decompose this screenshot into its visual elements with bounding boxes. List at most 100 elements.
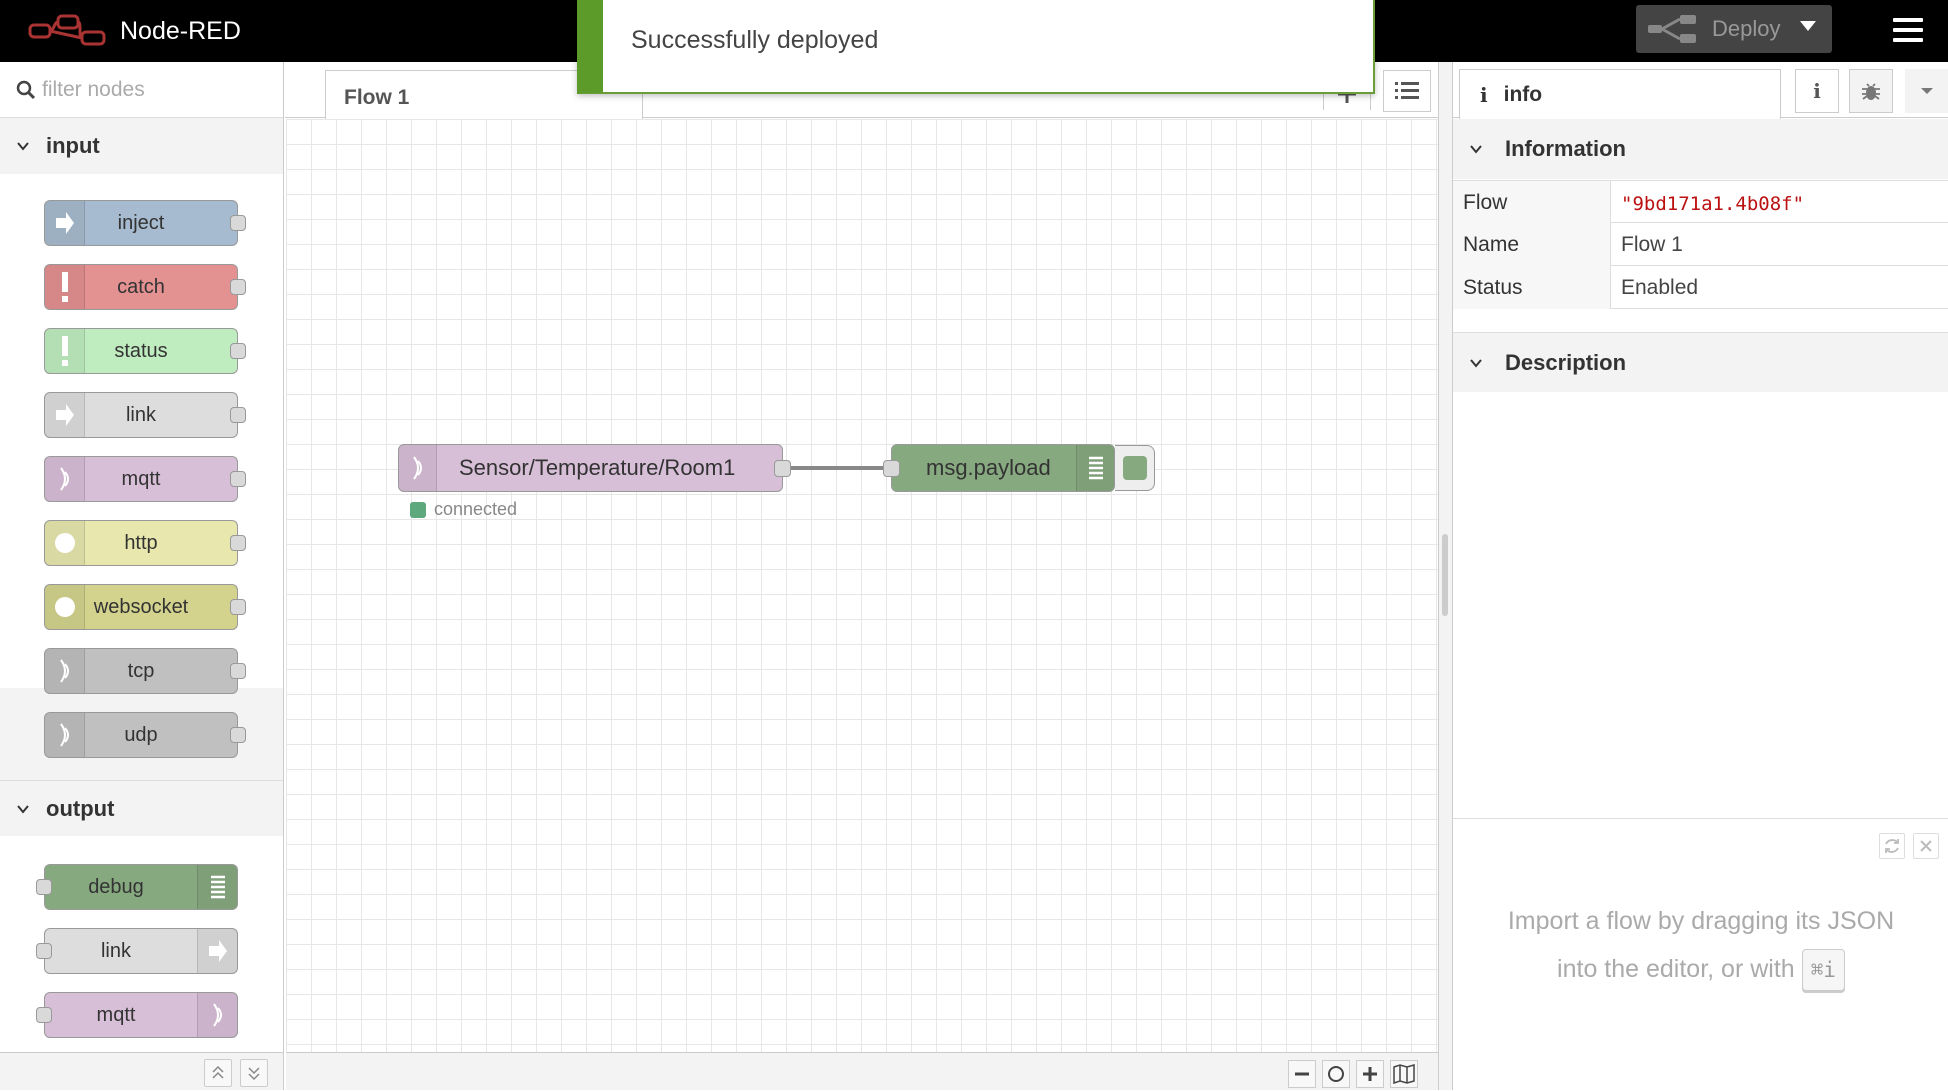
collapse-all-icon[interactable] [204, 1059, 232, 1087]
input-port[interactable] [36, 1007, 52, 1023]
info-key: Status [1453, 266, 1611, 309]
output-port[interactable] [230, 407, 246, 423]
flow-node-label: msg.payload [926, 455, 1051, 480]
sidebar-resize-handle[interactable] [1442, 534, 1448, 616]
palette-category-output-header[interactable]: output [0, 780, 283, 836]
deploy-icon [1648, 15, 1696, 43]
palette-node-mqtt-out[interactable]: mqtt [36, 992, 238, 1038]
chevron-down-icon [1470, 358, 1482, 368]
deploy-label: Deploy [1712, 16, 1781, 41]
workspace-footer [286, 1052, 1438, 1090]
section-title: Information [1505, 136, 1626, 161]
tip-text: Import a flow by dragging its JSON into … [1453, 897, 1948, 993]
notification-message: Successfully deployed [631, 26, 879, 54]
palette-node-http-in[interactable]: http [44, 520, 246, 566]
tab-info[interactable]: i info [1459, 69, 1781, 119]
palette-node-label: websocket [93, 595, 189, 618]
output-port[interactable] [230, 727, 246, 743]
bridge-wave-icon [45, 649, 85, 693]
output-port[interactable] [230, 343, 246, 359]
search-icon [16, 80, 36, 99]
palette-node-label: tcp [127, 659, 155, 682]
input-port[interactable] [36, 879, 52, 895]
output-port[interactable] [230, 215, 246, 231]
debug-toggle-button[interactable] [1115, 445, 1155, 491]
palette-node-link-in[interactable]: link [44, 392, 246, 438]
palette-node-status[interactable]: status [44, 328, 246, 374]
palette-node-udp-in[interactable]: udp [44, 712, 246, 758]
palette-node-label: link [100, 939, 131, 962]
zoom-out-icon[interactable] [1288, 1060, 1316, 1088]
output-port[interactable] [230, 471, 246, 487]
close-icon[interactable] [1913, 833, 1939, 859]
section-title: Description [1505, 349, 1627, 375]
flow-node-mqtt-in[interactable]: Sensor/Temperature/Room1 [398, 444, 791, 492]
palette-node-catch[interactable]: catch [44, 264, 246, 310]
output-port[interactable] [230, 599, 246, 615]
palette-node-label: status [114, 339, 168, 362]
debug-bug-icon[interactable] [1849, 69, 1893, 113]
palette-node-websocket-in[interactable]: websocket [44, 584, 246, 630]
palette-node-label: link [125, 403, 156, 426]
filter-nodes-input[interactable] [40, 76, 270, 103]
palette-node-link-out[interactable]: link [36, 928, 238, 974]
input-port[interactable] [36, 943, 52, 959]
zoom-reset-icon[interactable] [1322, 1060, 1350, 1088]
zoom-in-icon[interactable] [1356, 1060, 1384, 1088]
list-lines-icon [197, 865, 237, 909]
palette-node-label: catch [117, 275, 165, 298]
bridge-wave-icon [45, 457, 85, 501]
bridge-wave-icon [197, 993, 237, 1037]
palette-node-mqtt-in[interactable]: mqtt [44, 456, 246, 502]
palette-node-label: http [124, 531, 158, 554]
tip-line-2: into the editor, or with ⌘i [1453, 945, 1948, 993]
flow-list-icon[interactable] [1383, 70, 1431, 112]
arrow-right-icon [45, 201, 85, 245]
palette-category-output-body: debug link mqtt [0, 836, 283, 1052]
keyboard-shortcut-badge: ⌘i [1801, 949, 1845, 991]
info-tab-button-icon[interactable]: i [1795, 69, 1839, 113]
node-palette: input inject catch status link mqtt [0, 62, 284, 1090]
info-row-status: Status Enabled [1453, 266, 1948, 309]
exclamation-icon [45, 329, 85, 373]
app-title: Node-RED [120, 16, 241, 45]
link-out-icon [197, 929, 237, 973]
palette-node-label: debug [88, 875, 144, 898]
input-port[interactable] [883, 460, 900, 477]
palette-category-input-body: inject catch status link mqtt http [0, 174, 283, 758]
tip-line-1: Import a flow by dragging its JSON [1507, 907, 1895, 935]
palette-category-input-header[interactable]: input [0, 118, 283, 174]
category-label: input [46, 133, 100, 158]
deploy-notification: Successfully deployed [577, 0, 1375, 94]
wire-layer [783, 466, 890, 470]
deploy-menu-caret-icon[interactable] [1800, 21, 1816, 31]
expand-all-icon[interactable] [240, 1059, 268, 1087]
output-port[interactable] [230, 279, 246, 295]
sidebar-separator[interactable] [1438, 62, 1452, 1090]
refresh-icon[interactable] [1879, 833, 1905, 859]
bridge-wave-icon [45, 713, 85, 757]
navigator-map-icon[interactable] [1390, 1060, 1418, 1088]
palette-search [0, 62, 283, 118]
description-section-header[interactable]: Description [1453, 332, 1948, 392]
node-status-text: connected [434, 499, 518, 519]
node-red-logo-icon [28, 14, 106, 46]
flow-node-debug[interactable]: msg.payload [883, 444, 1115, 492]
info-value-flow-id: "9bd171a1.4b08f" [1621, 193, 1805, 215]
tip-line-2-text: into the editor, or with [1557, 955, 1795, 983]
flow-canvas[interactable]: Sensor/Temperature/Room1 connected msg.p… [286, 119, 1438, 1052]
palette-node-inject[interactable]: inject [44, 200, 246, 246]
deploy-button[interactable]: Deploy [1636, 5, 1832, 53]
tips-panel: Import a flow by dragging its JSON into … [1453, 818, 1948, 1090]
palette-node-tcp-in[interactable]: tcp [44, 648, 246, 694]
palette-node-debug[interactable]: debug [36, 864, 238, 910]
information-section-header[interactable]: Information [1453, 119, 1948, 179]
globe-icon [45, 521, 85, 565]
sidebar-menu-chevron-down-icon[interactable] [1905, 69, 1948, 113]
main-menu-hamburger-icon[interactable] [1893, 18, 1923, 42]
info-icon: i [1480, 82, 1488, 107]
output-port[interactable] [230, 663, 246, 679]
output-port[interactable] [774, 460, 791, 477]
palette-footer [0, 1052, 283, 1090]
output-port[interactable] [230, 535, 246, 551]
